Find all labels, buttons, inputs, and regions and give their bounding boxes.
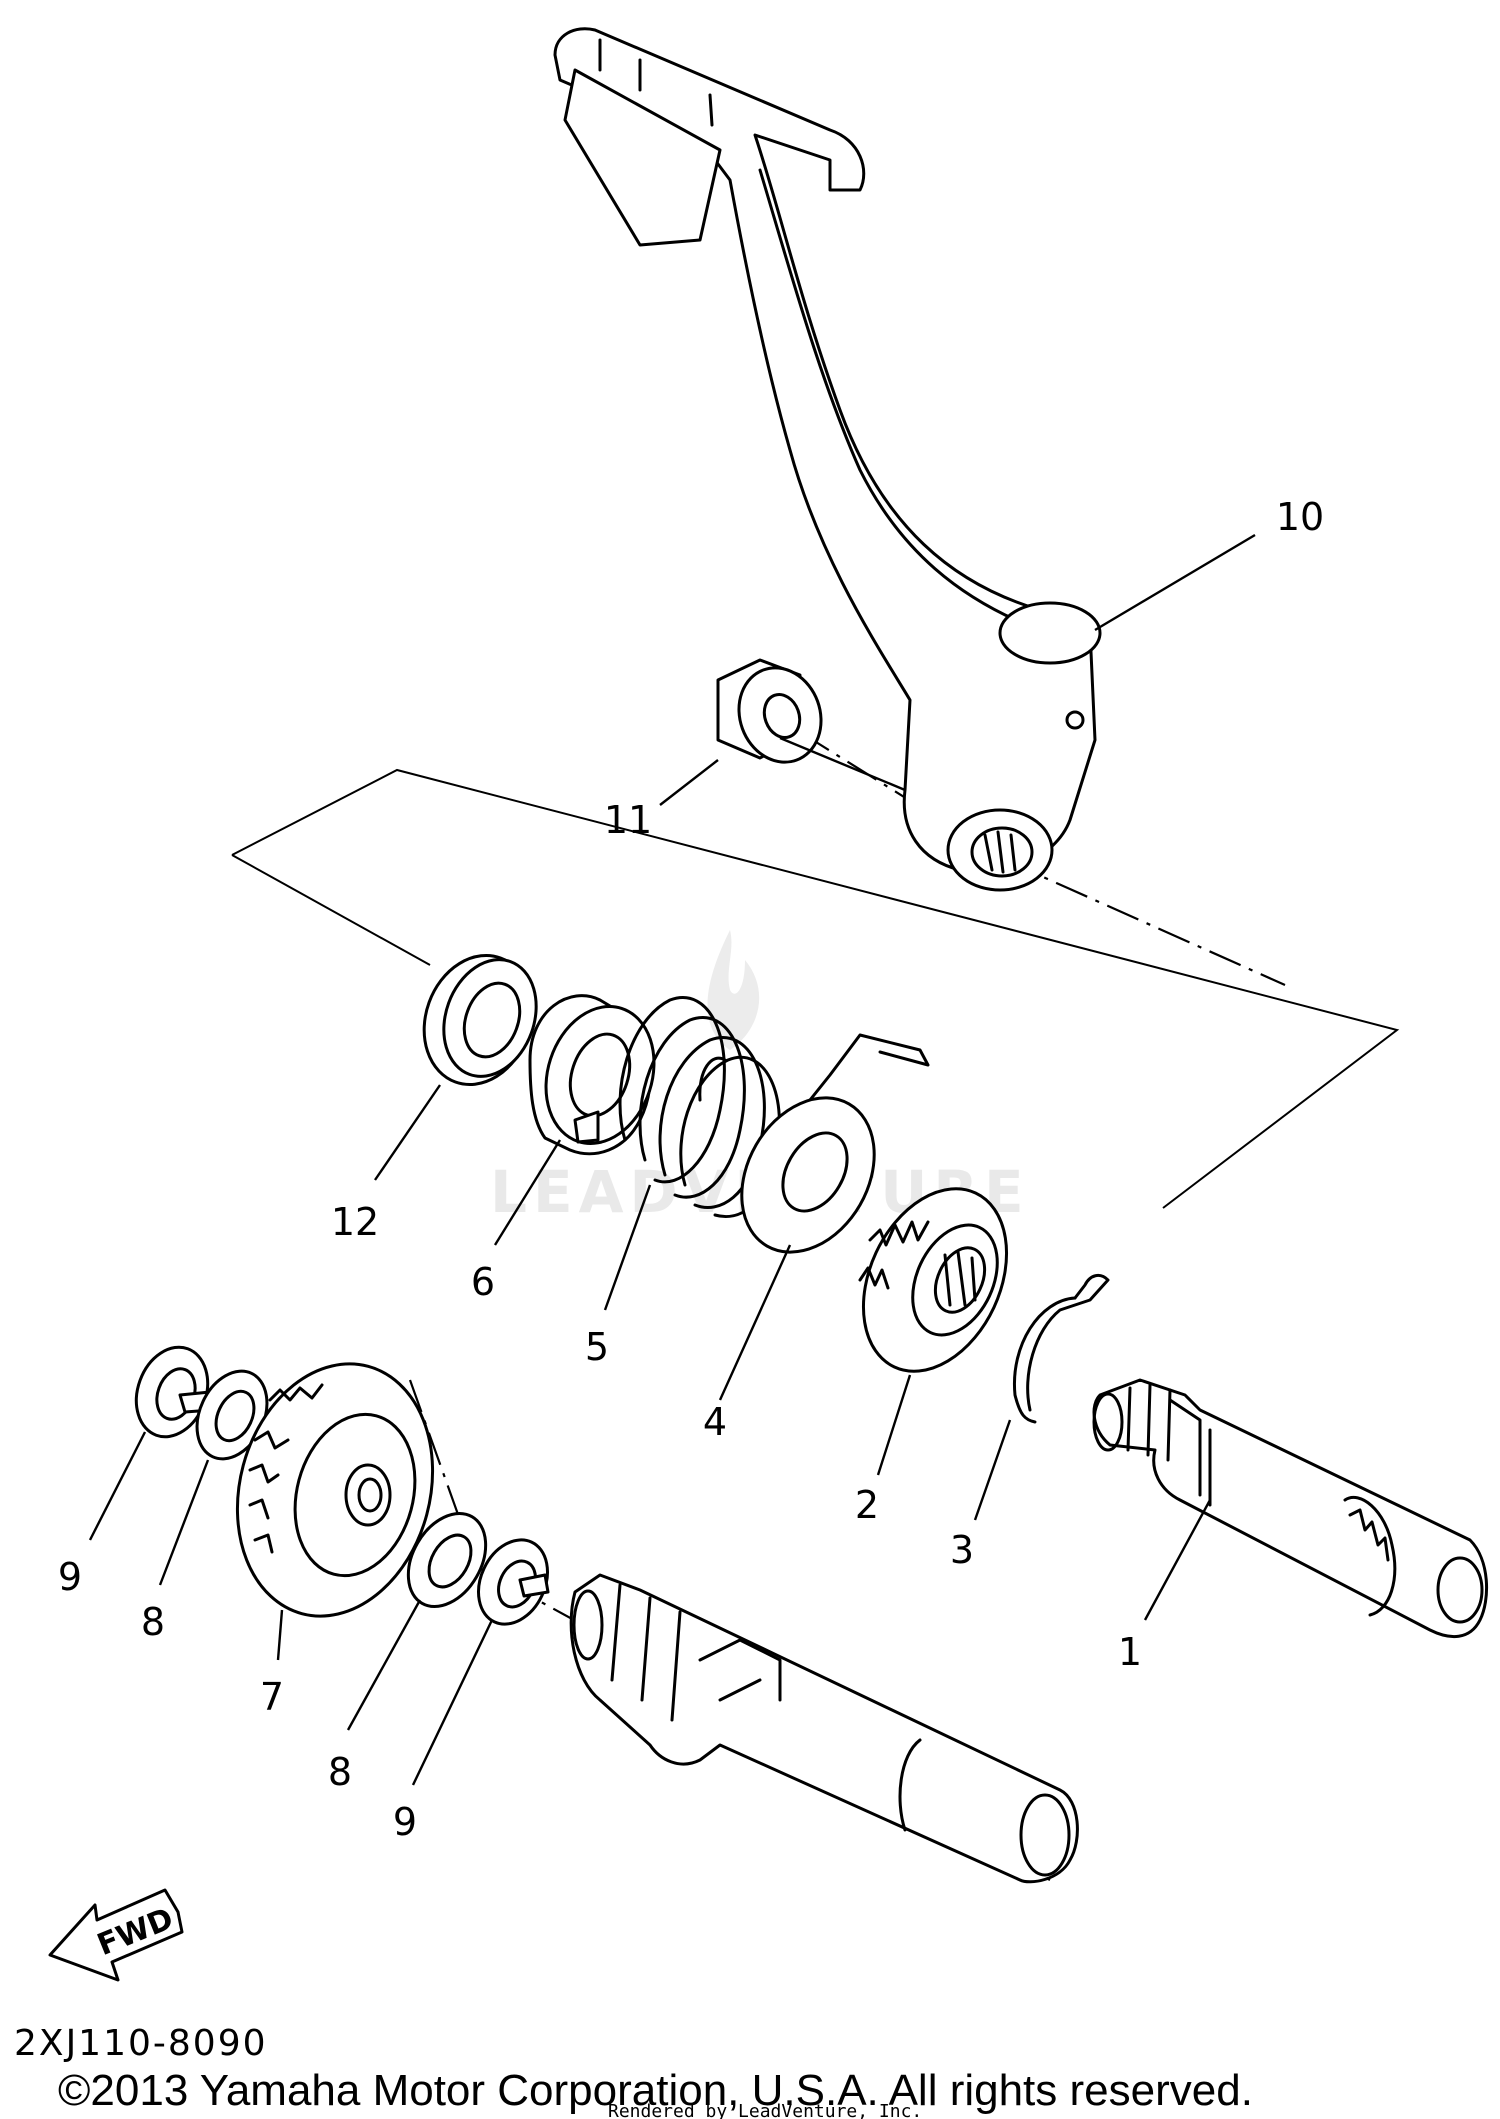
callout-11: 11 bbox=[604, 798, 652, 842]
circlip-3 bbox=[1012, 1273, 1110, 1424]
nut bbox=[716, 658, 823, 764]
ratchet-wheel bbox=[858, 1187, 1009, 1373]
washer-8-right bbox=[406, 1511, 488, 1609]
callout-1: 1 bbox=[1118, 1630, 1142, 1674]
lever-center-line bbox=[1004, 858, 1286, 987]
forward-arrow-icon: FWD bbox=[48, 1888, 184, 1982]
spring-washer bbox=[740, 1096, 876, 1254]
kick-axle bbox=[1092, 1378, 1489, 1639]
copyright-notice: ©2013 Yamaha Motor Corporation, U.S.A. A… bbox=[58, 2066, 1253, 2115]
callout-10: 10 bbox=[1276, 495, 1324, 539]
leader-lines bbox=[88, 533, 1256, 1786]
callout-9-right: 9 bbox=[393, 1800, 417, 1844]
assembly-boundary-left bbox=[231, 854, 431, 966]
callout-7: 7 bbox=[260, 1675, 284, 1719]
assembly-boundary bbox=[231, 768, 1400, 1209]
callout-8-right: 8 bbox=[328, 1750, 352, 1794]
callout-4: 4 bbox=[703, 1400, 727, 1444]
watermark-flame-icon bbox=[707, 930, 760, 1050]
callout-9-left: 9 bbox=[58, 1555, 82, 1599]
callout-5: 5 bbox=[585, 1325, 609, 1369]
torsion-spring bbox=[618, 996, 930, 1218]
callout-2: 2 bbox=[855, 1483, 879, 1527]
callout-8-left: 8 bbox=[141, 1600, 165, 1644]
circlip-9-left bbox=[134, 1345, 214, 1439]
diagram-code: 2XJ110-8090 bbox=[14, 2023, 268, 2064]
idle-gear bbox=[235, 1362, 435, 1618]
callout-3: 3 bbox=[950, 1528, 974, 1572]
main-axle bbox=[569, 1573, 1079, 1884]
rendered-by-notice: Rendered by LeadVenture, Inc. bbox=[608, 2101, 922, 2119]
kick-crank bbox=[553, 27, 1102, 892]
washer-8-left bbox=[195, 1369, 269, 1461]
shaft-center-line-lower-2 bbox=[408, 1379, 462, 1521]
callout-6: 6 bbox=[471, 1260, 495, 1304]
callout-12: 12 bbox=[331, 1200, 379, 1244]
callouts: 10 11 12 6 5 4 2 3 1 9 8 7 8 9 bbox=[58, 495, 1324, 1844]
circlip-9-right bbox=[477, 1538, 550, 1626]
oil-seal bbox=[422, 953, 538, 1087]
